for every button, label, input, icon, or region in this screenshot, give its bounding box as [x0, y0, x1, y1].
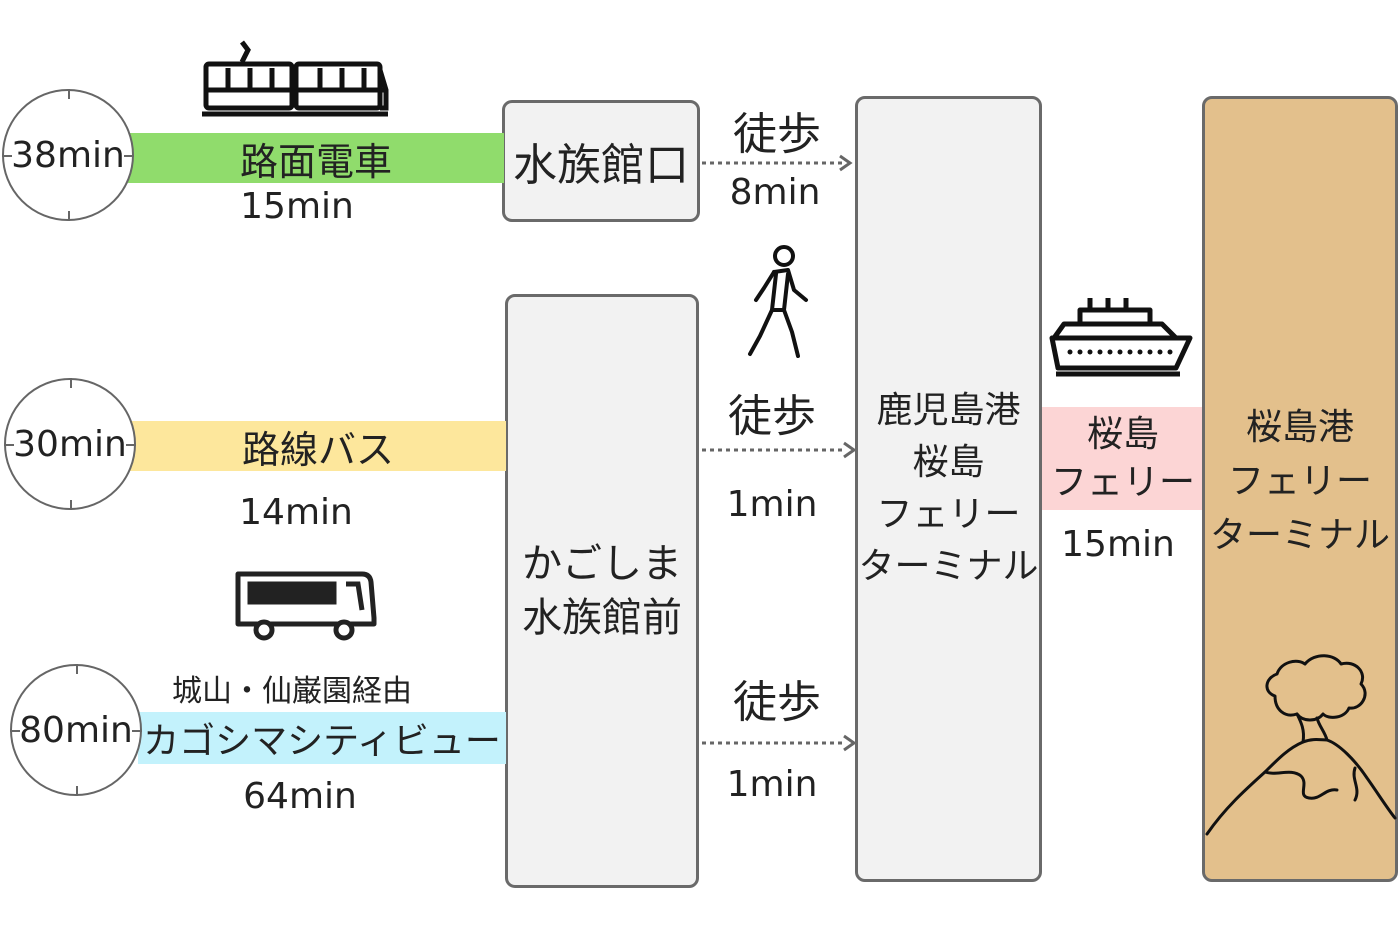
- sakurajima-port-line1: 桜島港: [1245, 407, 1354, 448]
- stop-kagoshima-port-ferry-terminal: 鹿児島港 桜島 フェリー ターミナル: [855, 96, 1042, 882]
- bus-icon: [235, 571, 377, 641]
- walk-arrow-3: [702, 734, 857, 752]
- stop-kagoshima-suizokukan-mae: かごしま 水族館前: [505, 294, 699, 888]
- tram-total-time-clock: 38min: [2, 89, 134, 221]
- bus-total-time: 30min: [13, 423, 127, 465]
- walk-arrow-2: [702, 441, 857, 459]
- tram-line-label: 路面電車: [239, 139, 392, 184]
- kagoshima-port-line3: フェリー: [876, 494, 1021, 535]
- bus-duration: 14min: [239, 492, 353, 533]
- ferry-icon: [1049, 298, 1193, 377]
- ferry-duration: 15min: [1061, 524, 1175, 565]
- stop-sakurajima-port-ferry-terminal: 桜島港 フェリー ターミナル: [1202, 96, 1398, 882]
- cityview-line-band: カゴシマシティビュー: [138, 712, 506, 764]
- cityview-total-time: 80min: [19, 709, 133, 751]
- walk-duration-1: 8min: [729, 172, 821, 213]
- cityview-line-label: カゴシマシティビュー: [143, 721, 501, 762]
- walk-duration-3: 1min: [726, 764, 818, 805]
- walk-label-2: 徒歩: [728, 391, 816, 442]
- walk-label-1: 徒歩: [733, 109, 821, 160]
- cityview-duration: 64min: [243, 776, 357, 817]
- volcano-icon: [1205, 654, 1397, 836]
- walk-duration-2: 1min: [726, 484, 818, 525]
- stop-kagoshima-suizokukan-mae-line2: 水族館前: [522, 595, 682, 641]
- tram-icon: [202, 40, 389, 117]
- cityview-total-time-clock: 80min: [10, 664, 142, 796]
- stop-kagoshima-suizokukan-mae-line1: かごしま: [522, 541, 682, 587]
- stop-suizokukan-guchi: 水族館口: [502, 100, 700, 222]
- ferry-label-line2: フェリー: [1050, 461, 1195, 503]
- ferry-label-line1: 桜島: [1086, 413, 1159, 455]
- walking-person-icon: [748, 245, 808, 358]
- walk-arrow-1: [702, 154, 853, 172]
- tram-line-band: 路面電車: [128, 133, 504, 184]
- kagoshima-port-line2: 桜島: [912, 442, 985, 483]
- bus-total-time-clock: 30min: [4, 378, 136, 510]
- bus-line-label: 路線バス: [241, 427, 394, 472]
- bus-line-band: 路線バス: [130, 421, 506, 472]
- kagoshima-port-line4: ターミナル: [858, 546, 1039, 587]
- tram-duration: 15min: [240, 186, 354, 227]
- kagoshima-port-line1: 鹿児島港: [876, 390, 1021, 431]
- ferry-band: 桜島 フェリー: [1042, 407, 1204, 510]
- walk-label-3: 徒歩: [733, 677, 821, 728]
- sakurajima-port-line3: ターミナル: [1209, 515, 1390, 556]
- cityview-via-note: 城山・仙巌園経由: [172, 674, 412, 709]
- stop-suizokukan-guchi-label: 水族館口: [513, 140, 689, 191]
- sakurajima-port-line2: フェリー: [1227, 461, 1372, 502]
- tram-total-time: 38min: [11, 134, 125, 176]
